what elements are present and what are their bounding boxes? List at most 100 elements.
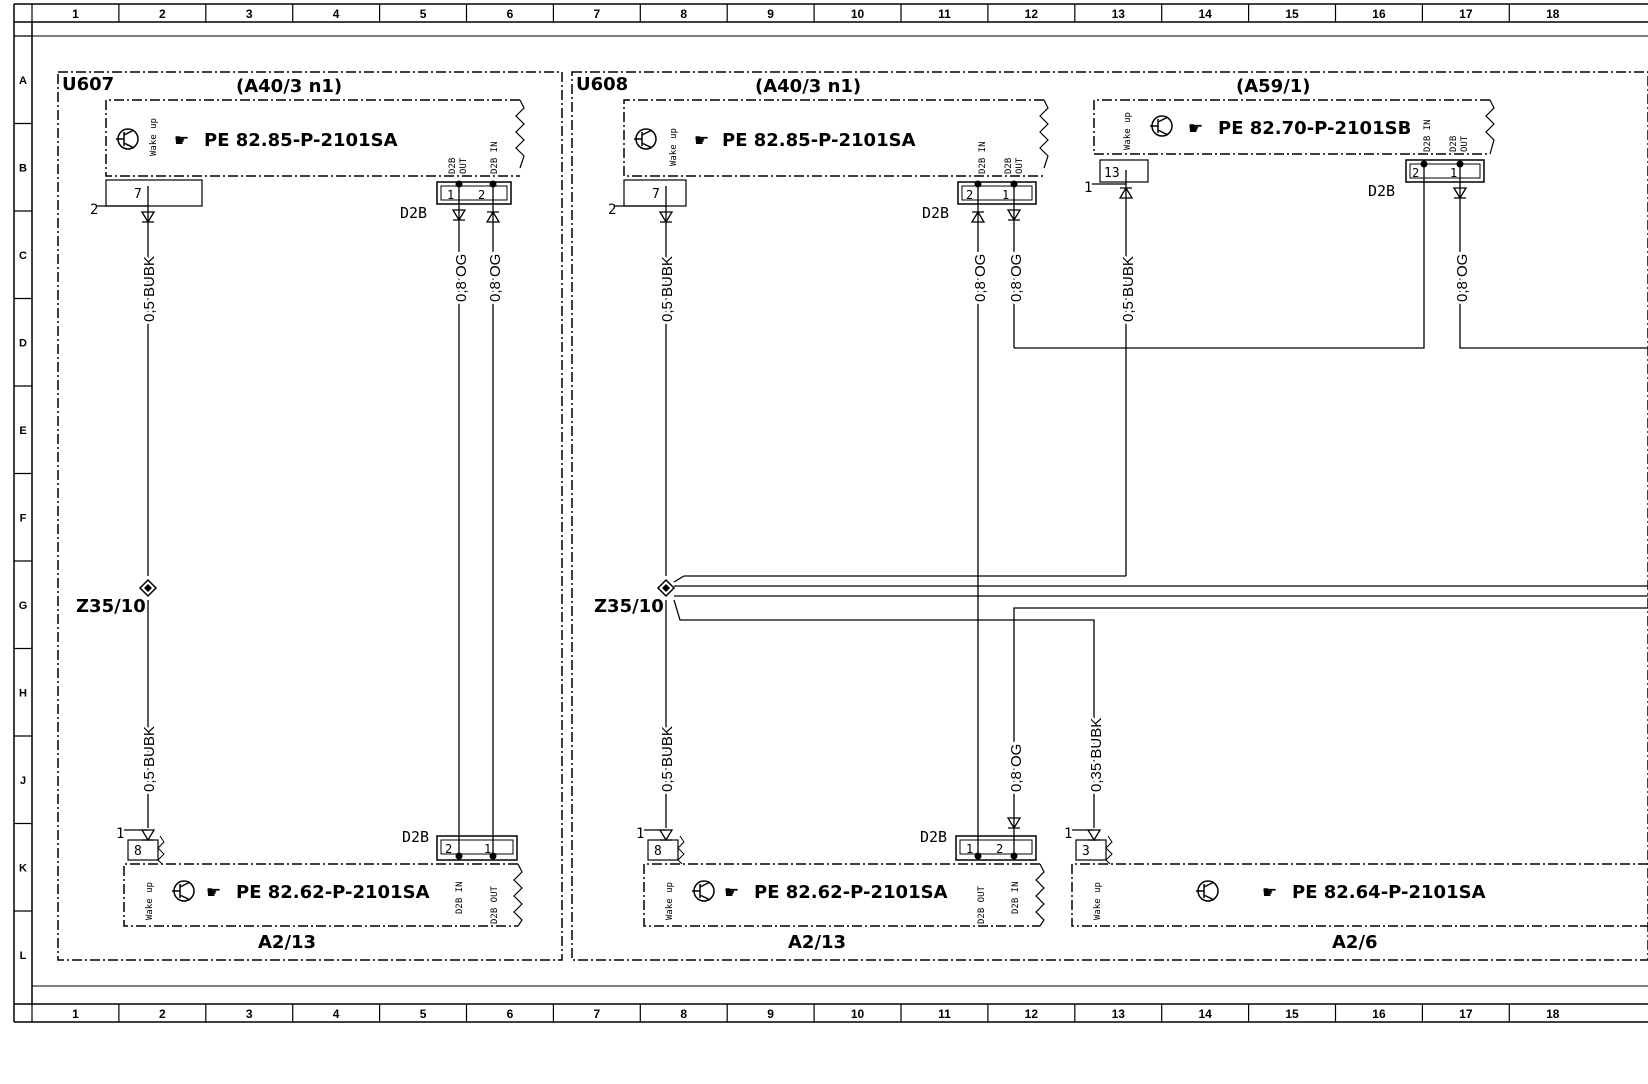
wires <box>96 160 1648 860</box>
pin-label: 1 <box>484 842 491 856</box>
connector-label: D2B <box>402 828 429 846</box>
d2b-in-label: D2B IN <box>1011 881 1021 914</box>
d2b-out-label: D2B OUT <box>490 885 500 924</box>
d2b-out-label: D2B OUT <box>977 885 987 924</box>
pointer-hand-icon: ☛ <box>1262 883 1277 903</box>
wire-label: 0,8 OG <box>1008 254 1025 302</box>
out-label: OUT <box>1015 157 1025 174</box>
ruler-row-label: A <box>19 75 27 87</box>
ruler-column-label: 7 <box>594 1007 601 1021</box>
module-right-top: ☛ PE 82.70-P-2101SB Wake up 13 1 D2B IN … <box>1084 99 1495 200</box>
wire-label: 0,5 BUBK <box>141 256 158 322</box>
wire-label: 0,5 BUBK <box>141 726 158 792</box>
ruler-column-label: 17 <box>1459 1007 1473 1021</box>
ruler-column-label: 17 <box>1459 7 1473 21</box>
module-ref-right-bottom: PE 82.64-P-2101SA <box>1292 882 1486 903</box>
wire-label: 0,5 BUBK <box>659 726 676 792</box>
transistor-icon <box>172 880 195 902</box>
ruler-column-label: 13 <box>1112 1007 1126 1021</box>
module-name-left-bottom: A2/13 <box>258 932 316 953</box>
unit-component-middle: (A40/3 n1) <box>755 76 861 97</box>
pin-label: 2 <box>966 188 973 202</box>
ruler-column-label: 5 <box>420 1007 427 1021</box>
ruler-column-label: 11 <box>938 1007 951 1021</box>
wire-label: 0,8 OG <box>487 254 504 302</box>
wire-labels: 0,5 BUBK 0,5 BUBK 0,8 OG 0,8 OG 0,5 BUBK… <box>139 251 1474 794</box>
ruler-column-label: 5 <box>420 7 427 21</box>
module-name-right-bottom: A2/6 <box>1332 932 1378 953</box>
d2b-in-label: D2B IN <box>490 141 500 174</box>
d2b-in-label: D2B IN <box>1423 119 1433 152</box>
module-middle-bottom: 8 1 Wake up ☛ PE 82.62-P-2101SA D2B OUT … <box>636 826 1045 953</box>
out-label: OUT <box>459 157 469 174</box>
wire-label: 0,8 OG <box>972 254 989 302</box>
wire-label: 0,8 OG <box>1008 744 1025 792</box>
ruler-row-label: E <box>19 425 26 437</box>
ruler-row-label: K <box>19 862 27 874</box>
splice-left: Z35/10 <box>76 578 158 617</box>
wire-label: 0,8 OG <box>453 254 470 302</box>
ruler-column-label: 12 <box>1025 7 1039 21</box>
pin-label: 8 <box>654 844 662 859</box>
transistor-icon <box>634 128 657 150</box>
ruler-column-label: 11 <box>938 7 951 21</box>
pin-label: 1 <box>966 842 973 856</box>
ruler-column-label: 14 <box>1198 1007 1212 1021</box>
wake-up-label: Wake up <box>149 118 159 156</box>
pointer-hand-icon: ☛ <box>174 131 189 151</box>
ruler-column-label: 4 <box>333 1007 340 1021</box>
ruler-column-label: 16 <box>1372 1007 1386 1021</box>
ruler-column-label: 14 <box>1198 7 1212 21</box>
module-name-mid-bottom: A2/13 <box>788 932 846 953</box>
wire-label: 0,35 BUBK <box>1088 718 1105 792</box>
ruler-column-label: 7 <box>594 7 601 21</box>
wire-label: 0,8 OG <box>1454 254 1471 302</box>
wire-label: 0,5 BUBK <box>659 256 676 322</box>
pointer-hand-icon: ☛ <box>724 883 739 903</box>
pin-label: 7 <box>652 187 660 202</box>
ruler-column-label: 4 <box>333 7 340 21</box>
pin-label: 2 <box>996 842 1003 856</box>
module-ref-right-top: PE 82.70-P-2101SB <box>1218 118 1411 139</box>
module-middle-top: ☛ PE 82.85-P-2101SA Wake up 7 2 D2B IN D… <box>608 99 1049 222</box>
splice-middle: Z35/10 <box>594 578 676 617</box>
ruler-column-label: 18 <box>1546 1007 1560 1021</box>
pin-label: 7 <box>134 187 142 202</box>
d2b-out-label: D2B <box>448 158 458 174</box>
pin-label: 1 <box>447 188 454 202</box>
transistor-icon <box>1150 115 1173 137</box>
unit-component-right: (A59/1) <box>1236 76 1311 97</box>
ruler-row-label: C <box>19 250 27 262</box>
module-ref-mid-top: PE 82.85-P-2101SA <box>722 130 916 151</box>
ruler-column-label: 13 <box>1112 7 1126 21</box>
module-ref-left-top: PE 82.85-P-2101SA <box>204 130 398 151</box>
module-left-bottom: 8 1 Wake up ☛ PE 82.62-P-2101SA D2B IN D… <box>116 826 523 953</box>
ruler-column-label: 1 <box>72 7 79 21</box>
ruler-column-label: 18 <box>1546 7 1560 21</box>
d2b-out-label: D2B <box>1449 136 1459 152</box>
ruler-column-label: 9 <box>767 7 774 21</box>
pin-label: 2 <box>1412 166 1419 180</box>
ruler-column-label: 6 <box>507 1007 514 1021</box>
ruler-column-label: 9 <box>767 1007 774 1021</box>
ruler-column-label: 2 <box>159 1007 166 1021</box>
wire-label: 0,5 BUBK <box>1120 256 1137 322</box>
transistor-icon <box>116 128 139 150</box>
transistor-icon <box>692 880 715 902</box>
ruler-column-label: 16 <box>1372 7 1386 21</box>
ruler-row-label: J <box>20 775 26 787</box>
pin-label: 1 <box>636 826 644 842</box>
drawing-frame <box>13 3 1648 1023</box>
wake-up-label: Wake up <box>1123 112 1133 150</box>
ruler-row-label: D <box>19 337 27 349</box>
pin-label: 2 <box>478 188 485 202</box>
transistor-icon <box>1196 880 1219 902</box>
wake-up-label: Wake up <box>665 882 675 920</box>
ruler-column-label: 10 <box>851 7 865 21</box>
ruler-column-label: 15 <box>1285 1007 1299 1021</box>
ruler-row-label: B <box>19 162 27 174</box>
pin-label: 8 <box>134 844 142 859</box>
